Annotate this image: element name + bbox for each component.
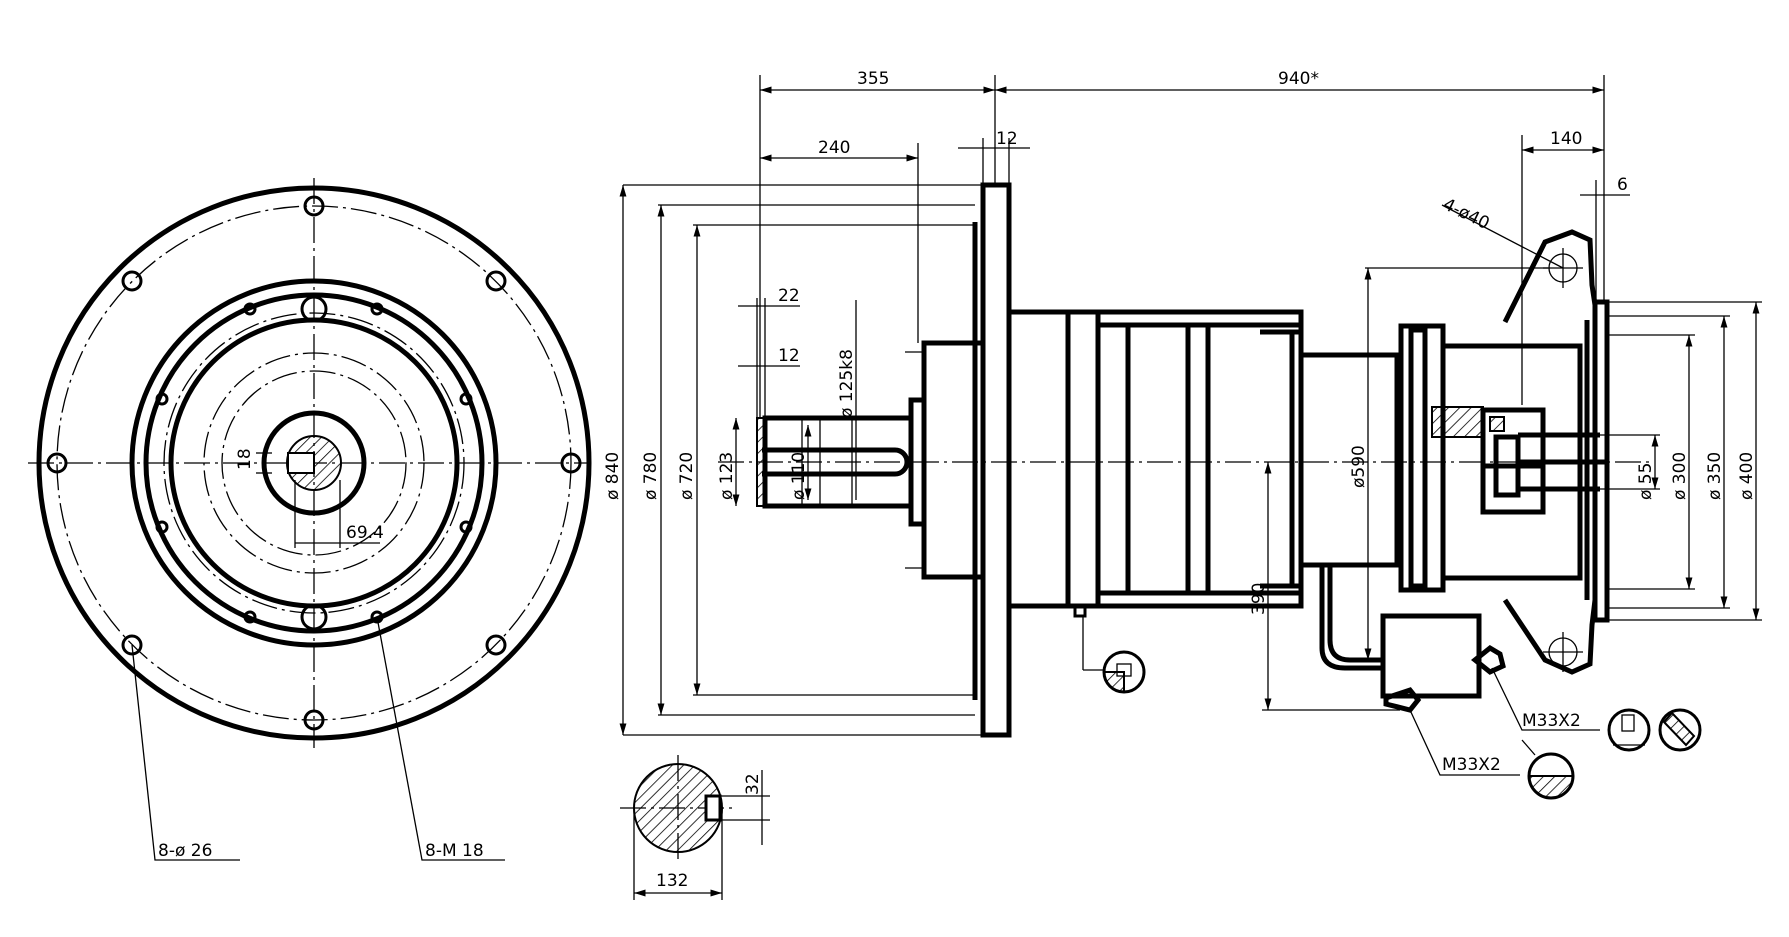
holes-4: 4-ø40 bbox=[1440, 195, 1493, 234]
outer-bolt-holes bbox=[46, 195, 582, 731]
dim-390: 390 bbox=[1249, 583, 1269, 615]
dia-400: ø 400 bbox=[1737, 452, 1757, 500]
dia-840: ø 840 bbox=[603, 452, 623, 500]
front-view: 18 69.4 8-ø 26 8-M 18 bbox=[28, 178, 592, 861]
dim-6: 6 bbox=[1617, 175, 1628, 195]
main-flange bbox=[980, 182, 1012, 738]
dia-300: ø 300 bbox=[1670, 452, 1690, 500]
dim-940: 940* bbox=[1278, 69, 1319, 89]
gear-housing bbox=[1006, 309, 1304, 609]
dia-110: ø 110 bbox=[789, 452, 809, 500]
dim-140: 140 bbox=[1550, 129, 1582, 149]
oil-symbols bbox=[1082, 616, 1702, 800]
dim-240: 240 bbox=[818, 138, 850, 158]
dim-keyway: 18 bbox=[235, 448, 255, 470]
holes-label: 8-ø 26 bbox=[158, 841, 212, 861]
dia-720: ø 720 bbox=[677, 452, 697, 500]
shaft-section: 32 132 bbox=[620, 755, 770, 900]
dia-123: ø 123 bbox=[717, 452, 737, 500]
dia-55: ø 55 bbox=[1636, 463, 1656, 500]
threaded-holes bbox=[155, 302, 473, 624]
dia-590: ø590 bbox=[1349, 445, 1369, 488]
dim-12-top: 12 bbox=[996, 129, 1018, 149]
dim-keyway-offset: 69.4 bbox=[346, 523, 384, 543]
dim-12-shaft: 12 bbox=[778, 346, 800, 366]
dia-350: ø 350 bbox=[1705, 452, 1725, 500]
thread-label-2: M33X2 bbox=[1442, 755, 1501, 775]
side-view: 355 940* 240 12 22 12 140 6 4-ø40 ø 840 … bbox=[603, 69, 1762, 800]
dim-132: 132 bbox=[656, 871, 688, 891]
thread-label-1: M33X2 bbox=[1522, 711, 1581, 731]
dim-32: 32 bbox=[743, 773, 763, 795]
outer-flange-circle bbox=[36, 185, 592, 741]
dim-22: 22 bbox=[778, 286, 800, 306]
dia-125k8: ø 125k8 bbox=[837, 349, 857, 418]
dia-780: ø 780 bbox=[641, 452, 661, 500]
threads-label: 8-M 18 bbox=[425, 841, 484, 861]
dim-355: 355 bbox=[857, 69, 889, 89]
